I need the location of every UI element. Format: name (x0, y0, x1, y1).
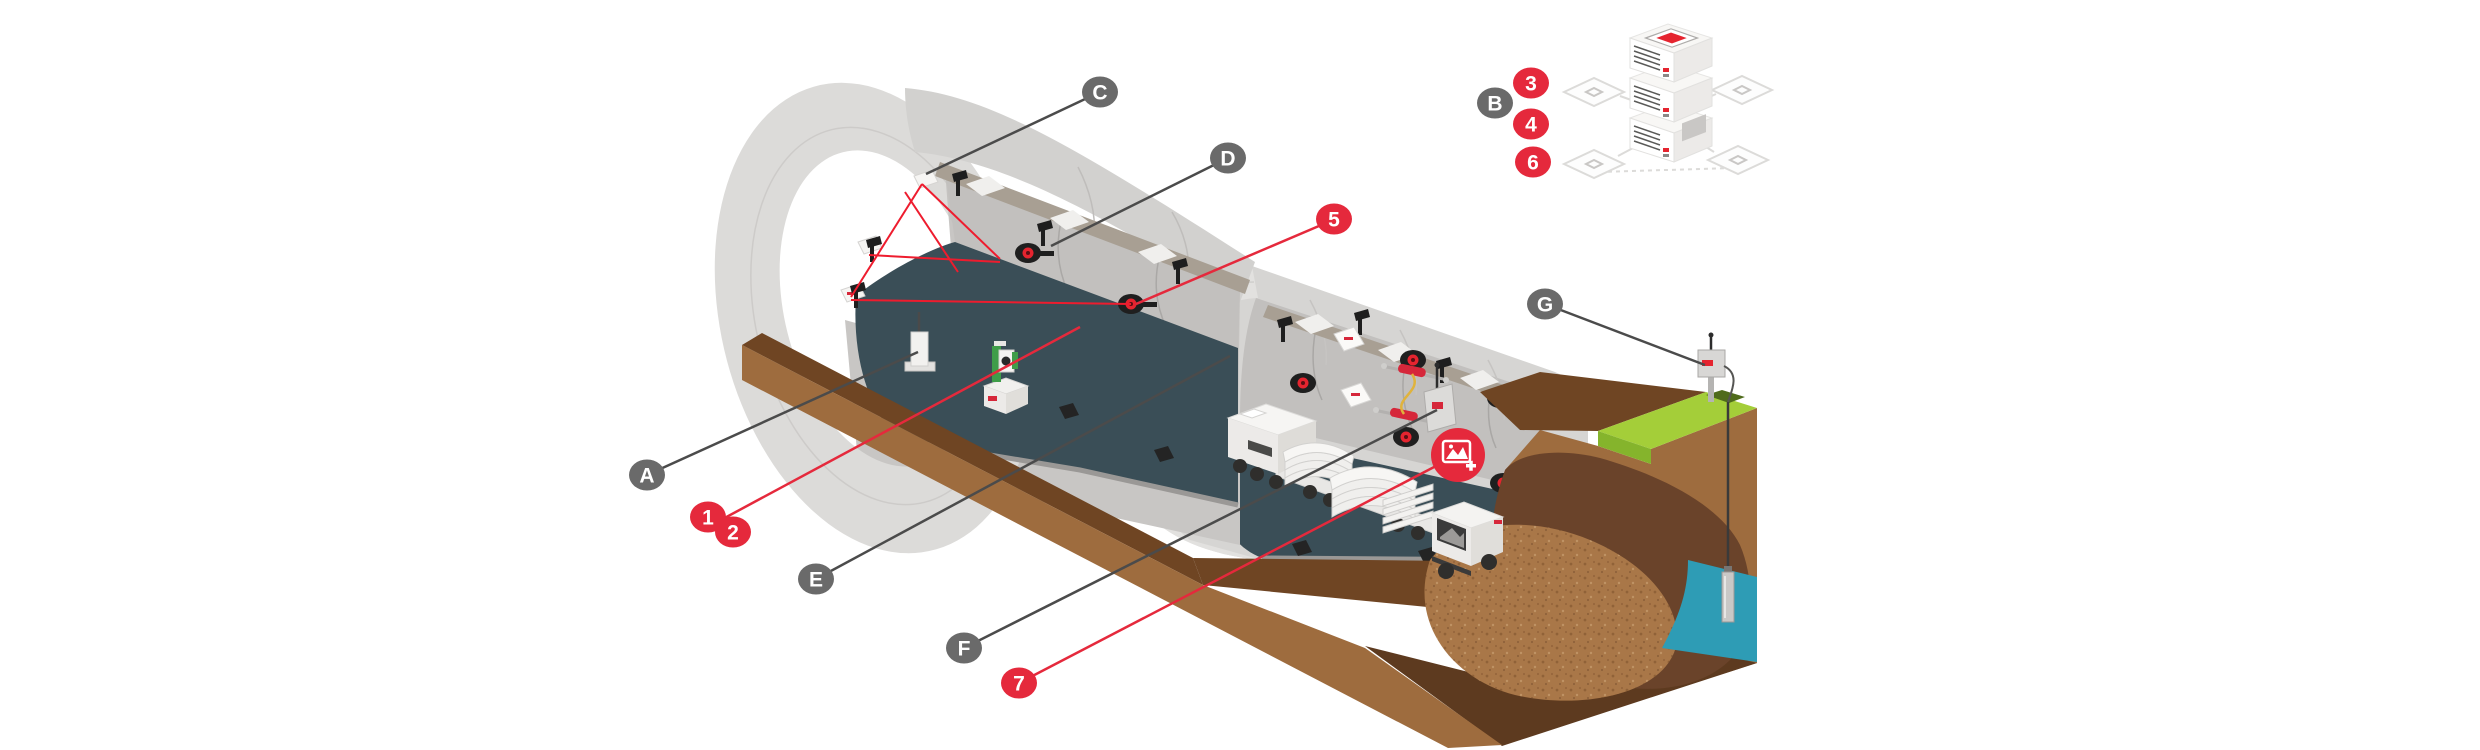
callout-badges: A B C D E F G 1 (629, 67, 1563, 699)
windshield-reflection (1440, 528, 1464, 548)
laser-lines (850, 183, 1132, 305)
server-panel (1682, 114, 1706, 142)
callout-6: 6 (1515, 146, 1551, 178)
segment-transport-trucks (1226, 403, 1505, 579)
soil-strip-top (742, 333, 1203, 585)
callout-leader-lines (646, 90, 1706, 685)
callout-D: D (1210, 142, 1246, 174)
rail-bracket (1050, 210, 1089, 230)
soil-path-behind-grass (1480, 372, 1706, 431)
server-status-panel (1647, 29, 1696, 47)
callout-E: E (798, 563, 834, 595)
callout-5-label: 5 (1328, 209, 1340, 232)
laser-sensor-red (1015, 243, 1157, 314)
ground-right-block (1193, 372, 1757, 746)
leader-A (646, 350, 919, 477)
leader-7 (1018, 464, 1437, 685)
callout-4: 4 (1513, 108, 1549, 140)
callout-7: 7 (1001, 667, 1037, 699)
callout-C: C (1082, 76, 1118, 108)
callout-F-label: F (958, 638, 971, 661)
floor-chock (1154, 446, 1174, 462)
callout-D-label: D (1220, 148, 1235, 171)
gray-leaders (646, 90, 1706, 650)
callout-E-label: E (809, 569, 823, 592)
sensor-cable (1400, 373, 1416, 415)
rail-bracket (1460, 370, 1499, 390)
callout-G-label: G (1537, 294, 1553, 317)
wheel (1303, 485, 1317, 499)
leader-5 (1135, 218, 1334, 306)
soil-strip-face (742, 345, 1502, 748)
rail-bracket (1295, 314, 1334, 334)
image-plus-icon (1431, 428, 1485, 482)
callout-3-label: 3 (1525, 73, 1537, 96)
floor-chock (1059, 403, 1079, 419)
callout-1: 1 (690, 501, 726, 533)
callout-2-label: 2 (727, 522, 739, 545)
surface-sensor-node (1697, 332, 1735, 403)
server-stack-network (1561, 23, 1775, 180)
callout-7-label: 7 (1013, 673, 1025, 696)
leader-G (1544, 302, 1706, 367)
callout-C-label: C (1092, 82, 1107, 105)
wheel (1411, 526, 1425, 540)
callout-2: 2 (715, 516, 751, 548)
tunnel-gateway-node (1423, 362, 1457, 433)
survey-pillar (904, 312, 936, 372)
red-leaders (718, 218, 1437, 685)
callout-B: B (1477, 87, 1513, 119)
rail-bracket (966, 176, 1005, 196)
segment-stack (1282, 442, 1355, 489)
callout-6-label: 6 (1527, 152, 1539, 175)
network-node-diamond (1561, 74, 1775, 180)
floor-chock (1292, 540, 1312, 556)
callout-F: F (946, 632, 982, 664)
callout-1-label: 1 (702, 507, 714, 530)
callout-A: A (629, 459, 665, 491)
leader-D (1050, 156, 1229, 248)
grass-side (1598, 431, 1651, 464)
leader-1-2 (718, 325, 1081, 523)
borehole-notch (1706, 390, 1745, 403)
truck-cab (1430, 501, 1505, 579)
callout-4-label: 4 (1525, 114, 1537, 137)
node-cable (1723, 365, 1735, 403)
callout-G: G (1527, 288, 1563, 320)
callout-5: 5 (1316, 203, 1352, 235)
piezometer (1721, 566, 1735, 623)
flat-segment-stack (1382, 483, 1434, 534)
callout-B-label: B (1487, 93, 1502, 116)
grass-top (1598, 392, 1757, 449)
server-stack-icon (1628, 23, 1714, 163)
leader-E (815, 354, 1231, 581)
total-station (982, 341, 1030, 414)
tunnel1-crown-rail (935, 162, 1250, 294)
ground-front-strip (742, 333, 1502, 748)
prism-target (850, 170, 1188, 308)
callout-3: 3 (1513, 67, 1549, 99)
rail-bracket (1138, 244, 1177, 264)
leader-F (963, 408, 1438, 650)
callout-A-label: A (639, 465, 654, 488)
leader-C (925, 90, 1101, 176)
